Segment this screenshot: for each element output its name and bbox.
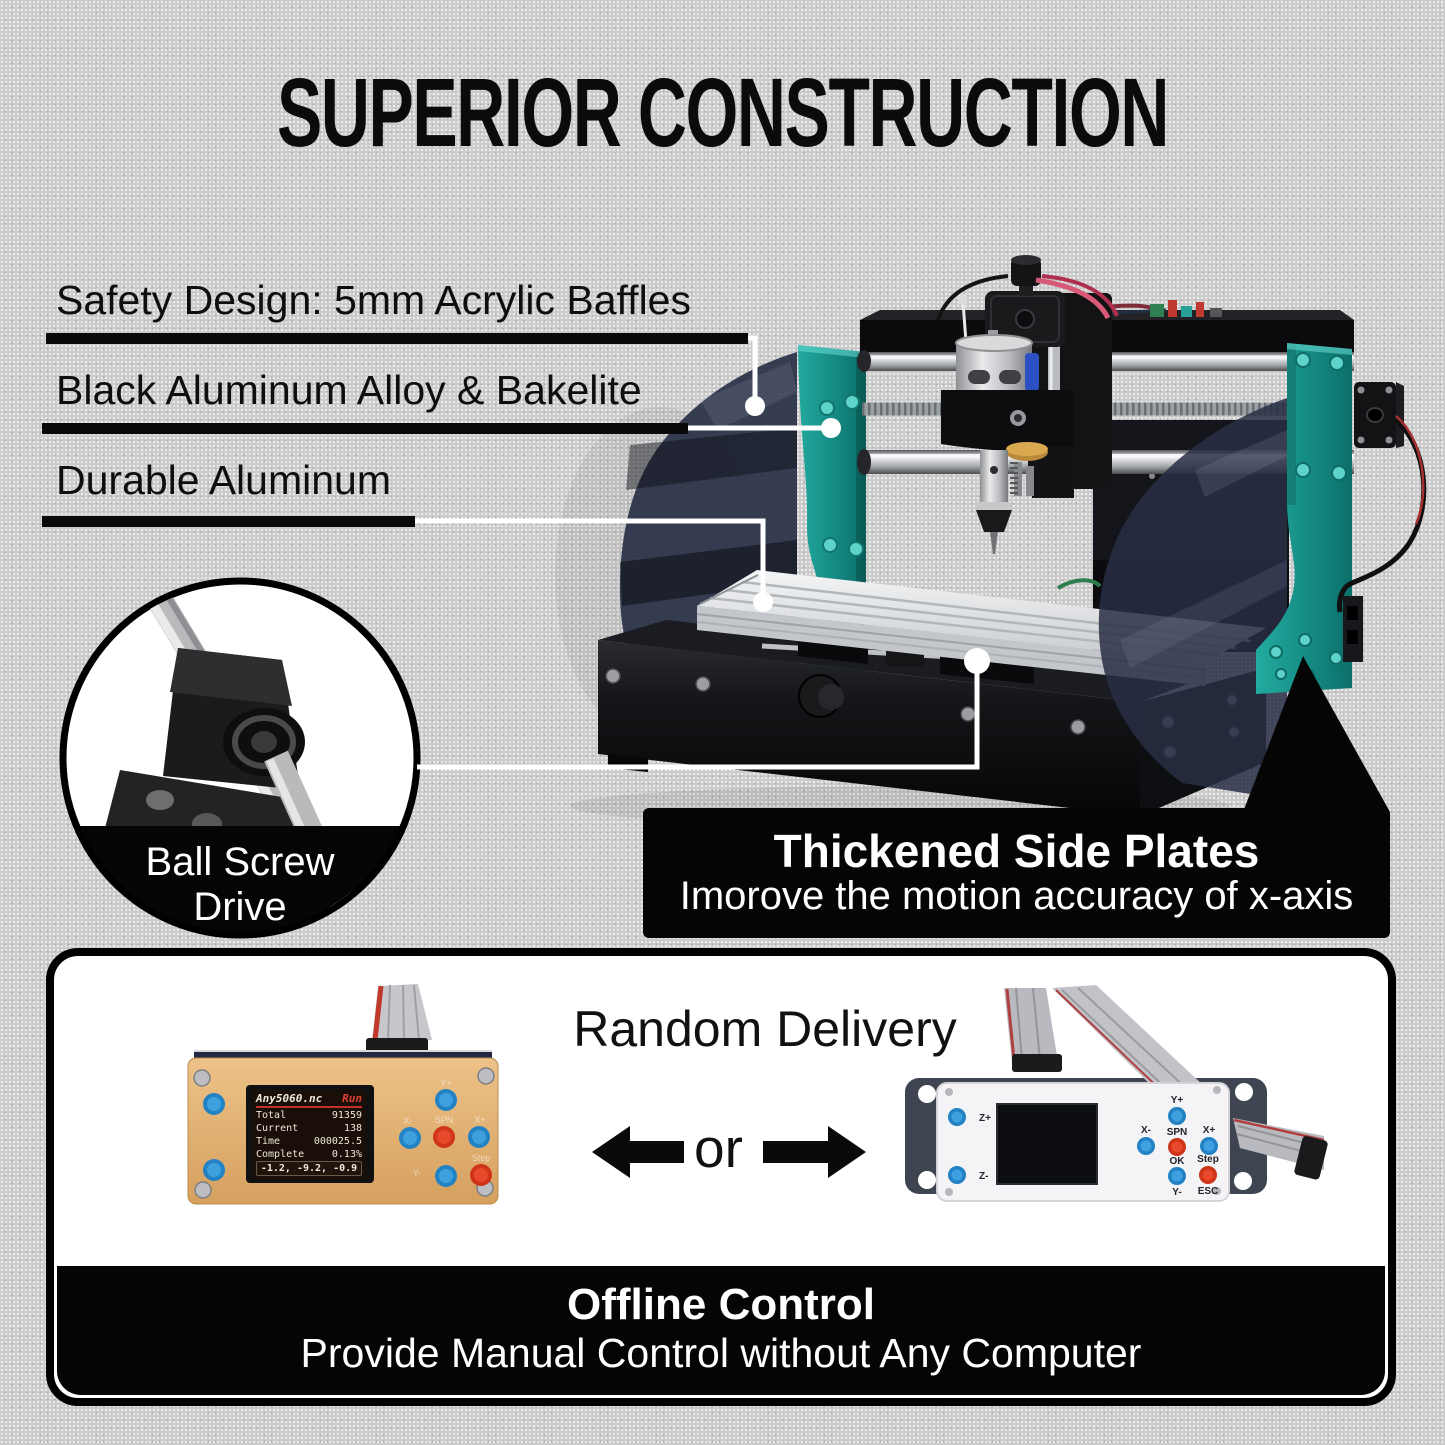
svg-text:X+: X+ [474, 1115, 485, 1125]
callout-aluminum-bakelite: Black Aluminum Alloy & Bakelite [56, 367, 642, 413]
svg-text:Z-: Z- [979, 1171, 988, 1182]
white-wire [961, 301, 968, 343]
screen-status: Run [342, 1092, 362, 1105]
gold-buttons [203, 1089, 492, 1187]
svg-text:X+: X+ [1203, 1125, 1216, 1136]
ball-screw-inset: Ball Screw Drive [59, 577, 421, 939]
motor-wire-black [1337, 418, 1427, 613]
callout-dots [745, 396, 990, 674]
bearing-block [105, 648, 305, 858]
side-plate-banner-subtitle: Imorove the motion accuracy of x-axis [679, 874, 1354, 918]
cnc-machine [555, 255, 1427, 826]
x-axis-motor [1337, 382, 1427, 613]
svg-text:X-: X- [404, 1116, 413, 1126]
svg-text:Y-: Y- [413, 1168, 421, 1178]
ribbon-cable-diagonal [1052, 985, 1204, 1100]
arrow-left-icon [592, 1126, 684, 1178]
offline-control-title: Offline Control [567, 1280, 875, 1329]
inset-caption-bg [76, 826, 404, 932]
screen-coordinates: -1.2, -9.2, -0.9 [256, 1161, 362, 1176]
gold-button-labels: Y+ X- SPN X+ Y- Step [404, 1078, 491, 1178]
ribbon-connector-top [1012, 1054, 1062, 1072]
page-title: SUPERIOR CONSTRUCTION [276, 58, 1169, 167]
svg-text:X-: X- [1141, 1125, 1151, 1136]
svg-text:Step: Step [472, 1153, 491, 1163]
side-plate-banner-shape [643, 656, 1390, 938]
screen-file-name: Any5060.nc [256, 1092, 323, 1105]
or-label: or [694, 1117, 743, 1179]
callout-underlines [42, 333, 748, 527]
svg-text:SPN: SPN [435, 1115, 454, 1125]
svg-text:Y+: Y+ [1171, 1095, 1184, 1106]
svg-text:OK: OK [1170, 1156, 1186, 1167]
offline-control-subtitle: Provide Manual Control without Any Compu… [300, 1330, 1142, 1376]
blue-driver [1025, 353, 1039, 391]
or-arrows [592, 1126, 866, 1178]
callout-acrylic-baffles: Safety Design: 5mm Acrylic Baffles [56, 277, 691, 323]
table-wire [1056, 578, 1102, 590]
callout-durable-aluminum: Durable Aluminum [56, 457, 391, 503]
top-knob [1011, 255, 1041, 296]
white-panel-buttons [948, 1107, 1218, 1185]
side-bracket [1343, 596, 1363, 662]
svg-text:Step: Step [1197, 1154, 1219, 1165]
lcd-screen [996, 1103, 1098, 1185]
motor-wire-red [1395, 415, 1425, 525]
callout-connectors [415, 335, 980, 770]
random-delivery-heading: Random Delivery [573, 1001, 957, 1057]
inset-caption-line1: Ball Screw [146, 840, 335, 884]
svg-text:Y-: Y- [1172, 1187, 1181, 1198]
offline-controller-white: Z+ Z- Y+ X- SPN X+ OK Y- Step ESC [905, 985, 1328, 1202]
right-acrylic-baffle [1098, 398, 1287, 800]
engraving-bit [990, 532, 998, 554]
spindle-motor [955, 330, 1033, 400]
svg-text:Z+: Z+ [979, 1113, 991, 1124]
motor-clamp [941, 390, 1074, 452]
pink-wire [1035, 277, 1111, 320]
svg-text:SPN: SPN [1167, 1127, 1188, 1138]
collet-chuck [976, 450, 1012, 554]
svg-text:ESC: ESC [1198, 1186, 1219, 1197]
arrow-right-icon [763, 1126, 866, 1178]
side-plate-banner-title: Thickened Side Plates [773, 825, 1260, 877]
black-wire [936, 274, 1009, 321]
inset-caption-line2: Drive [193, 885, 286, 929]
svg-text:Y+: Y+ [440, 1078, 451, 1088]
white-panel-labels: Z+ Z- Y+ X- SPN X+ OK Y- Step ESC [979, 1095, 1219, 1198]
spindle-assembly [936, 255, 1119, 554]
